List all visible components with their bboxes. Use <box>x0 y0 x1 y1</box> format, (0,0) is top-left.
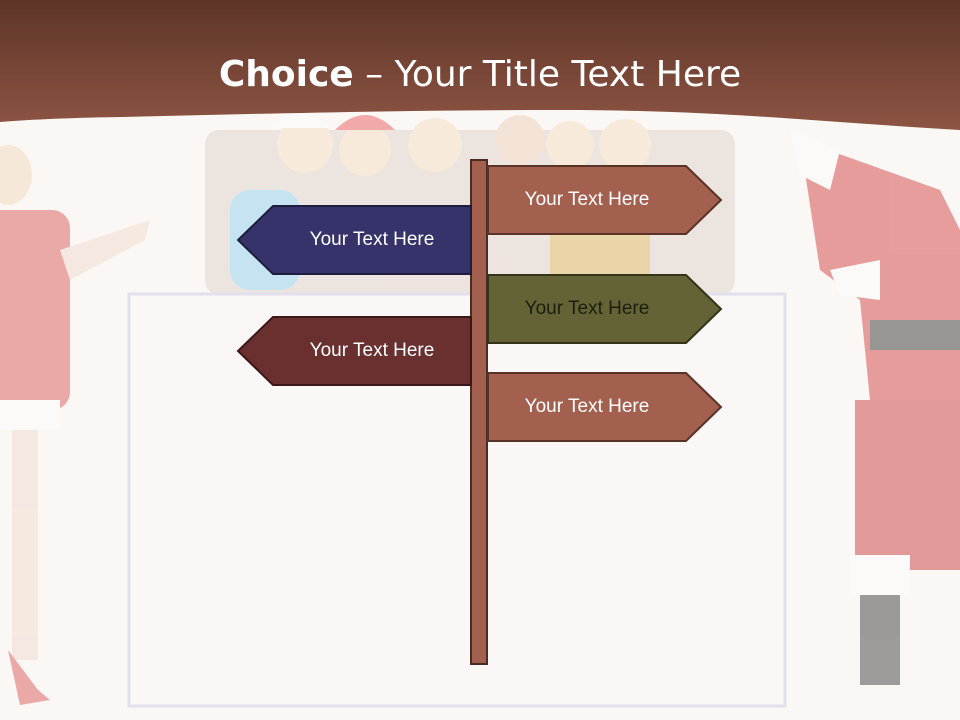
title-strong: Choice <box>218 54 354 95</box>
title-dash: – <box>353 54 395 95</box>
sign-label: Your Text Here <box>524 189 650 210</box>
sign-right-5[interactable]: Your Text Here <box>486 371 724 443</box>
sign-label: Your Text Here <box>309 340 435 361</box>
santa-photo <box>790 130 960 685</box>
sign-right-1[interactable]: Your Text Here <box>486 164 724 236</box>
sign-left-4[interactable]: Your Text Here <box>235 315 473 387</box>
sign-arrow-shape <box>487 274 723 344</box>
sign-arrow-shape <box>487 372 723 442</box>
sign-label: Your Text Here <box>524 298 650 319</box>
slide-title: Choice – Your Title Text Here <box>0 52 960 98</box>
sign-label: Your Text Here <box>524 396 650 417</box>
sign-left-2[interactable]: Your Text Here <box>235 204 473 276</box>
sign-arrow-shape <box>236 316 472 386</box>
sign-arrow-shape <box>236 205 472 275</box>
left-figure-photo <box>0 145 150 705</box>
sign-label: Your Text Here <box>309 229 435 250</box>
sign-right-3[interactable]: Your Text Here <box>486 273 724 345</box>
sign-arrow-shape <box>487 165 723 235</box>
title-rest: Your Title Text Here <box>394 54 742 95</box>
header-band <box>0 0 960 130</box>
